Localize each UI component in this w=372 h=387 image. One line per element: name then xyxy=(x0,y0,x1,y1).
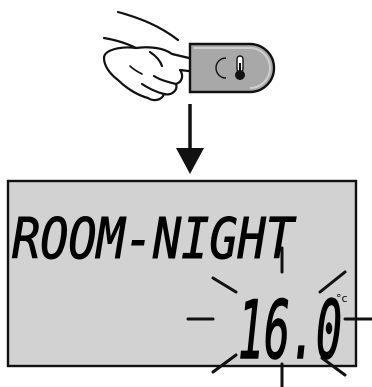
thermometer-icon xyxy=(235,56,245,80)
temperature-unit: °c xyxy=(336,292,348,305)
down-arrow-icon xyxy=(176,104,204,174)
night-mode-button[interactable] xyxy=(190,44,274,92)
display-mode-text: ROOM-NIGHT xyxy=(12,207,297,272)
temperature-value: 16.0 xyxy=(238,284,342,377)
